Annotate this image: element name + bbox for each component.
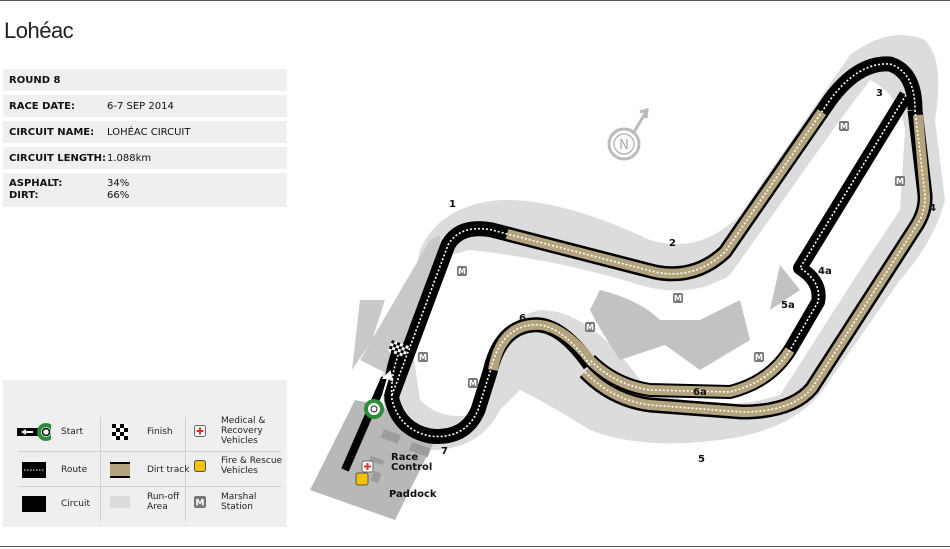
svg-text:M: M [586, 323, 594, 332]
svg-text:M: M [469, 379, 477, 388]
corner-3: 3 [876, 88, 883, 99]
legend-marshal: Marshal Station [221, 492, 257, 512]
svg-text:M: M [674, 294, 682, 303]
fire-rescue-icon [355, 472, 369, 486]
svg-text:M: M [419, 353, 427, 362]
svg-text:M: M [755, 353, 763, 362]
start-icon [17, 423, 51, 441]
asphalt-label: ASPHALT: [9, 178, 63, 189]
corner-1: 1 [449, 199, 456, 210]
circuit-name-label: CIRCUIT NAME: [9, 126, 95, 138]
round-row: ROUND 8 [3, 69, 287, 91]
fire-rescue-icon [189, 460, 211, 472]
paddock-label: Paddock [389, 489, 437, 500]
round-label: ROUND 8 [9, 74, 61, 86]
corner-4: 4 [929, 203, 936, 214]
race-date-value: 6-7 SEP 2014 [107, 100, 174, 112]
svg-text:M: M [458, 267, 466, 276]
race-control-label: Race [391, 452, 418, 463]
legend-fire-rescue: Fire & Rescue Vehicles [221, 456, 283, 476]
legend-finish: Finish [147, 427, 173, 437]
corner-5: 5 [698, 454, 705, 465]
legend-start: Start [61, 427, 83, 437]
surface-row: ASPHALT:DIRT: 34%66% [3, 173, 287, 207]
pit-lane [341, 376, 389, 472]
marshal-stations: M M M M M M M M [418, 121, 905, 388]
start-icon [364, 399, 384, 419]
top-divider [0, 0, 950, 1]
asphalt-value: 34% [107, 178, 130, 189]
direction-arrow-icon [381, 370, 394, 396]
corner-2: 2 [669, 238, 676, 249]
corner-6: 6 [519, 313, 526, 324]
circuit-info-table: ROUND 8 RACE DATE: 6-7 SEP 2014 CIRCUIT N… [3, 69, 287, 211]
bottom-divider [0, 546, 950, 547]
circuit-icon [17, 496, 51, 512]
circuit-length-row: CIRCUIT LENGTH:1.088km [3, 147, 287, 169]
legend-medical: Medical & Recovery Vehicles [221, 416, 266, 446]
corner-6a: 6a [693, 387, 707, 398]
svg-text:M: M [196, 499, 205, 509]
race-control-label-2: Control [391, 462, 432, 473]
page-title: Lohéac [4, 18, 74, 43]
finish-line-icon [387, 340, 409, 358]
legend-circuit: Circuit [61, 499, 90, 509]
dirt-track-icon [103, 462, 137, 478]
circuit-name-row: CIRCUIT NAME: LOHÉAC CIRCUIT [3, 121, 287, 143]
dirt-value: 66% [107, 190, 130, 201]
paddock-buildings [369, 429, 431, 484]
route-icon [17, 462, 51, 478]
corner-4a: 4a [818, 266, 832, 277]
svg-text:M: M [840, 122, 848, 131]
svg-text:N: N [619, 138, 629, 153]
circuit-length-label: CIRCUIT LENGTH: [9, 152, 107, 164]
circuit-length-value: 1.088km [107, 152, 152, 164]
circuit-track [384, 56, 933, 444]
marshal-icon: M [189, 496, 211, 508]
dirt-label: DIRT: [9, 190, 39, 201]
medical-icon [189, 425, 211, 437]
runoff-icon [103, 496, 137, 508]
legend-route: Route [61, 465, 88, 475]
medical-vehicle-icon [361, 460, 374, 473]
legend-dirt-track: Dirt track [147, 465, 190, 475]
svg-text:M: M [896, 177, 904, 186]
map-legend: Start Finish Medical & Recovery Vehicles… [3, 380, 287, 527]
compass-north-icon: N [607, 107, 649, 161]
circuit-name-value: LOHÉAC CIRCUIT [107, 126, 191, 138]
finish-flag-icon [103, 424, 137, 440]
corner-5a: 5a [781, 300, 795, 311]
race-date-label: RACE DATE: [9, 100, 76, 112]
corner-7: 7 [441, 446, 448, 457]
legend-runoff: Run-off Area [147, 492, 180, 512]
race-date-row: RACE DATE: 6-7 SEP 2014 [3, 95, 287, 117]
